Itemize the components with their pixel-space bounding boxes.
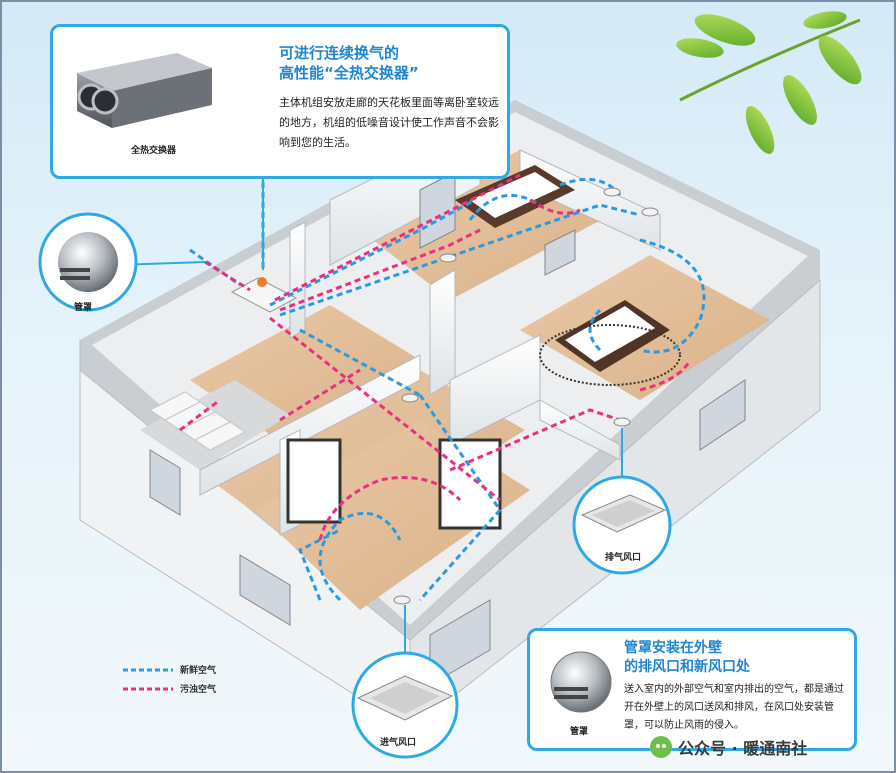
leaf-icon (676, 11, 862, 154)
hood-callout-title-line1: 管罩安装在外壁 (624, 640, 722, 656)
dirty-air-arrows (179, 173, 692, 541)
legend-fresh-air: 新鲜空气 (180, 663, 216, 676)
supply-port-circle (351, 651, 459, 759)
hood-label: 管罩 (570, 727, 589, 737)
hrv-unit-ceiling (230, 277, 298, 313)
legend-swatches (123, 668, 173, 691)
hood-callout-body: 送入室内的外部空气和室内排出的空气，都是通过开在外壁上的风口送风和排风，在风口处… (624, 684, 844, 731)
windows (149, 171, 746, 686)
hrv-callout-body: 主体机组安放走廊的天花板里面等离卧室较远的地方，机组的低噪音设计使工作声音不会影… (279, 96, 499, 149)
legend-dirty-air-label: 污浊空气 (180, 685, 217, 695)
hrv-callout: 全热交换器 可进行连续换气的 高性能“全热交换器” 主体机组安放走廊的天花板里面… (50, 24, 510, 179)
exhaust-port-label: 排气风口 (605, 553, 642, 563)
bed-right (539, 300, 681, 386)
watermark: 公众号 · 暖通南社 (650, 732, 876, 762)
hood-image (550, 651, 612, 713)
hrv-unit-label: 全热交换器 (131, 146, 177, 156)
legend-fresh-air-label: 新鲜空气 (180, 666, 217, 676)
hood-left-label: 管罩 (74, 303, 93, 313)
wechat-icon (650, 736, 672, 758)
ceiling-diffusers (393, 187, 659, 605)
hrv-callout-title-line1: 可进行连续换气的 (279, 44, 400, 62)
stairs (149, 391, 246, 451)
supply-port-label: 进气风口 (380, 738, 417, 748)
hrv-callout-title-line2: 高性能“全热交换器” (279, 64, 419, 82)
legend-dirty-air: 污浊空气 (180, 682, 216, 695)
watermark-text: 公众号 · 暖通南社 (678, 739, 808, 758)
hood-callout-title-line2: 的排风口和新风口处 (624, 659, 750, 675)
doors (286, 438, 502, 530)
hood-circle-left (38, 212, 138, 312)
hood-callout: 管罩 管罩安装在外壁 的排风口和新风口处 送入室内的外部空气和室内排出的空气，都… (527, 628, 857, 751)
hrv-unit-image (77, 53, 212, 128)
exhaust-port-circle (572, 475, 672, 575)
